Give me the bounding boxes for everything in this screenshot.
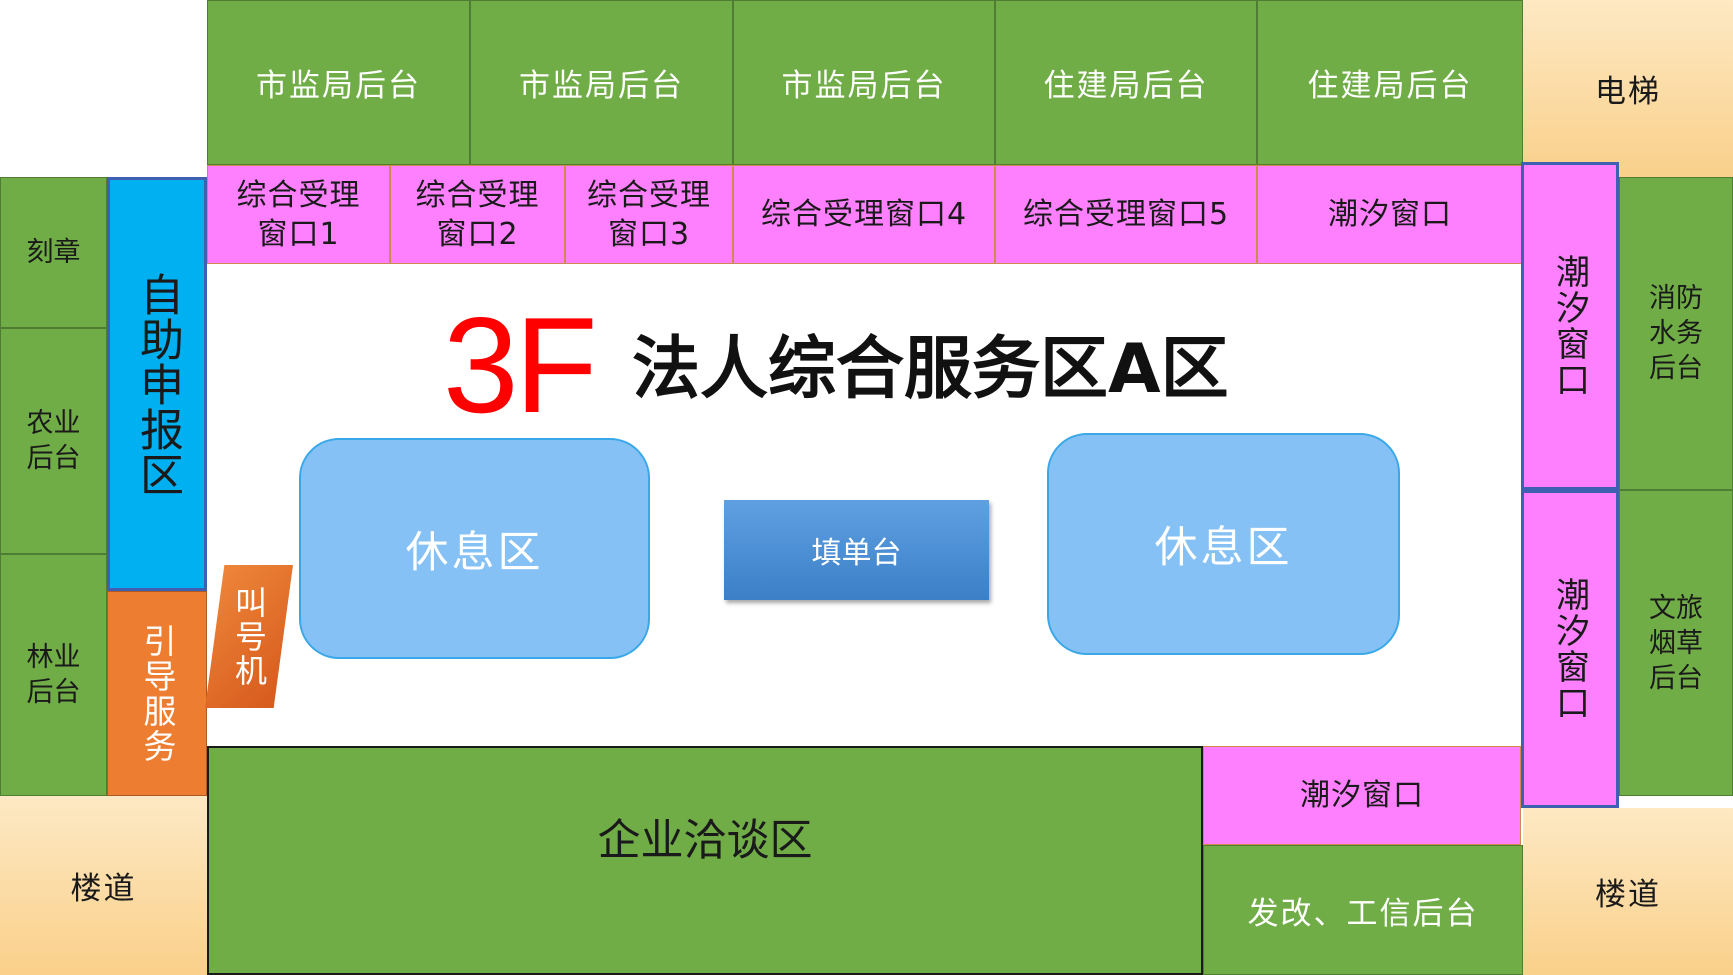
window-label: 综合受理 窗口1 <box>236 177 361 252</box>
tidal-window-label: 潮汐窗口 <box>1549 577 1590 721</box>
stairway-label: 楼道 <box>70 871 137 907</box>
development-industry-label: 发改、工信后台 <box>1247 895 1479 932</box>
queue-machine: 叫号机 <box>205 565 293 708</box>
elevator-label: 电梯 <box>1595 74 1661 110</box>
window-label: 综合受理窗口5 <box>1022 197 1230 232</box>
tidal-window-label: 潮汐窗口 <box>1549 254 1590 398</box>
agriculture-backoffice: 农业 后台 <box>0 328 107 554</box>
window-3: 综合受理 窗口3 <box>565 165 733 264</box>
fire-water-backoffice: 消防 水务 后台 <box>1619 177 1733 490</box>
window-label: 综合受理窗口4 <box>760 197 968 232</box>
form-desk: 填单台 <box>724 500 989 600</box>
area-title: 法人综合服务区A区 <box>632 330 1229 409</box>
culture-tobacco-backoffice-label: 文旅 烟草 后台 <box>1649 592 1703 694</box>
forestry-backoffice: 林业 后台 <box>0 554 107 796</box>
guide-service: 引导服务 <box>107 591 207 796</box>
queue-machine-label: 叫号机 <box>230 585 268 688</box>
stairway-label: 楼道 <box>1595 877 1661 913</box>
backoffice-market-3: 市监局后台 <box>733 0 995 165</box>
culture-tobacco-backoffice: 文旅 烟草 后台 <box>1619 490 1733 796</box>
floor-label: 3F <box>443 289 598 441</box>
window-1: 综合受理 窗口1 <box>207 165 390 264</box>
tidal-window-bottom: 潮汐窗口 <box>1203 746 1521 845</box>
backoffice-market-1: 市监局后台 <box>207 0 470 165</box>
tidal-window-top: 潮汐窗口 <box>1257 165 1523 264</box>
negotiation-area: 企业洽谈区 <box>207 746 1203 975</box>
window-label: 综合受理 窗口3 <box>587 177 711 252</box>
self-service-area: 自助申报区 <box>107 177 207 591</box>
lounge-label: 休息区 <box>1154 523 1293 573</box>
lounge-right: 休息区 <box>1047 433 1400 655</box>
backoffice-label: 市监局后台 <box>781 68 947 104</box>
stairway-right: 楼道 <box>1523 808 1733 975</box>
window-label: 综合受理 窗口2 <box>415 177 540 252</box>
elevator: 电梯 <box>1523 0 1733 177</box>
development-industry-backoffice: 发改、工信后台 <box>1203 845 1523 975</box>
window-label: 潮汐窗口 <box>1300 778 1424 813</box>
window-4: 综合受理窗口4 <box>733 165 995 264</box>
backoffice-label: 住建局后台 <box>1307 68 1473 104</box>
window-5: 综合受理窗口5 <box>995 165 1257 264</box>
window-2: 综合受理 窗口2 <box>390 165 565 264</box>
backoffice-label: 市监局后台 <box>256 68 421 104</box>
forestry-backoffice-label: 林业 后台 <box>26 642 81 708</box>
agriculture-backoffice-label: 农业 后台 <box>26 408 81 474</box>
lounge-label: 休息区 <box>405 527 544 578</box>
fire-water-backoffice-label: 消防 水务 后台 <box>1649 283 1703 384</box>
backoffice-label: 住建局后台 <box>1043 68 1209 104</box>
seal-engraving: 刻章 <box>0 177 107 328</box>
backoffice-label: 市监局后台 <box>519 68 684 104</box>
backoffice-market-2: 市监局后台 <box>470 0 733 165</box>
negotiation-label: 企业洽谈区 <box>597 815 813 866</box>
tidal-window-right-upper: 潮汐窗口 <box>1521 162 1619 490</box>
tidal-window-right-lower: 潮汐窗口 <box>1521 490 1619 808</box>
stairway-left: 楼道 <box>0 796 207 975</box>
lounge-left: 休息区 <box>299 438 650 659</box>
backoffice-housing-2: 住建局后台 <box>1257 0 1523 165</box>
form-desk-label: 填单台 <box>811 536 902 571</box>
guide-service-label: 引导服务 <box>138 623 177 764</box>
seal-engraving-label: 刻章 <box>26 237 81 268</box>
backoffice-housing-1: 住建局后台 <box>995 0 1257 165</box>
self-service-label: 自助申报区 <box>132 271 183 497</box>
window-label: 潮汐窗口 <box>1328 197 1452 232</box>
